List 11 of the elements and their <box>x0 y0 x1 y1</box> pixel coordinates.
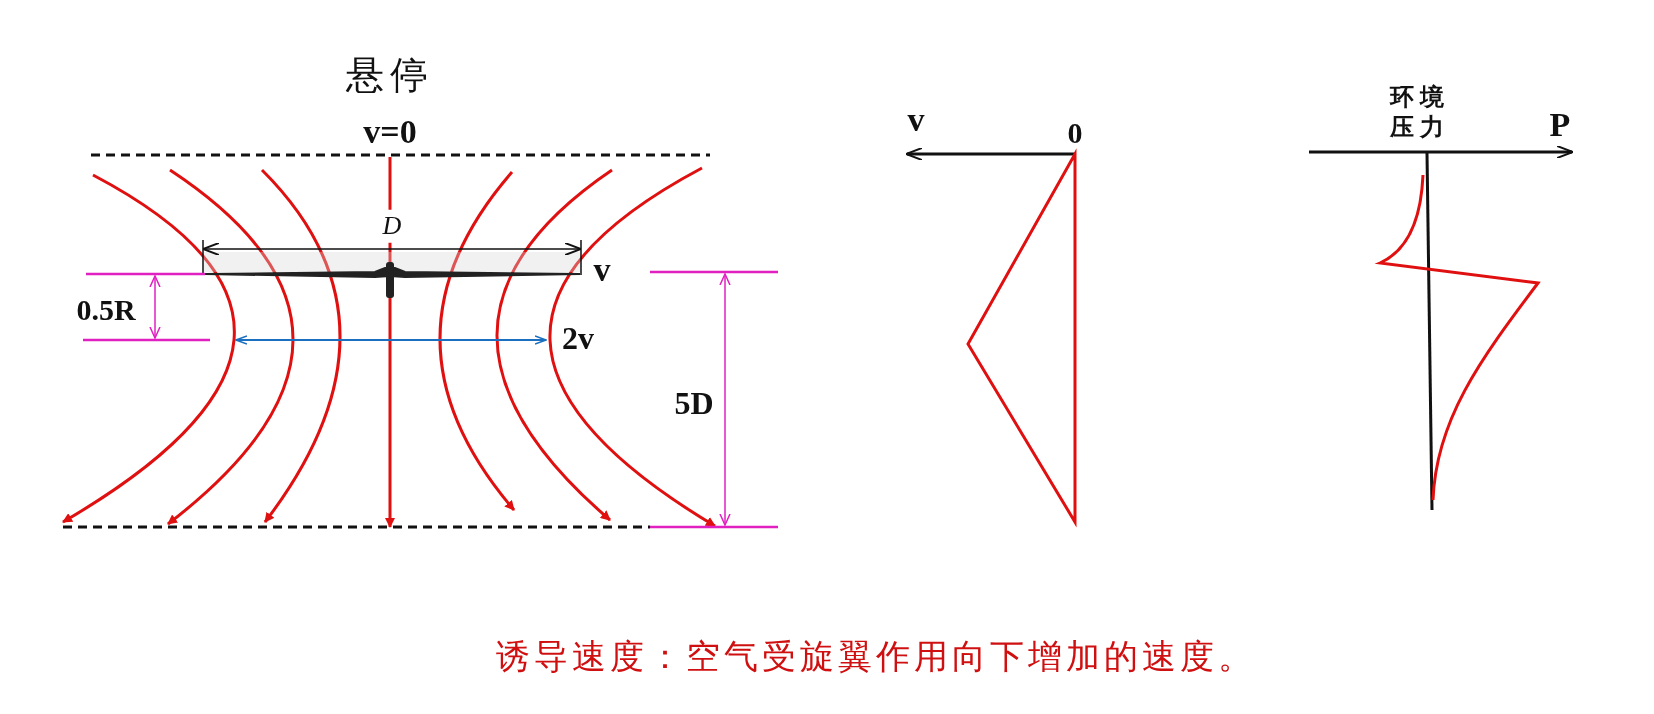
diagram-label: P <box>1549 104 1571 145</box>
diagram-label: 环境压力 <box>1389 83 1451 142</box>
diagram-label: 2v <box>562 319 594 358</box>
diagram-label: 5D <box>674 384 714 423</box>
diagram-label: v=0 <box>363 111 417 152</box>
diagram-label: v <box>907 99 925 140</box>
caption: 诱导速度：空气受旋翼作用向下增加的速度。 <box>496 637 1256 677</box>
diagram-title: 悬停 <box>346 52 434 98</box>
diagram-label: 0 <box>1067 115 1083 152</box>
diagram-label: 0.5R <box>76 292 136 329</box>
diagram-label: v <box>593 249 611 290</box>
